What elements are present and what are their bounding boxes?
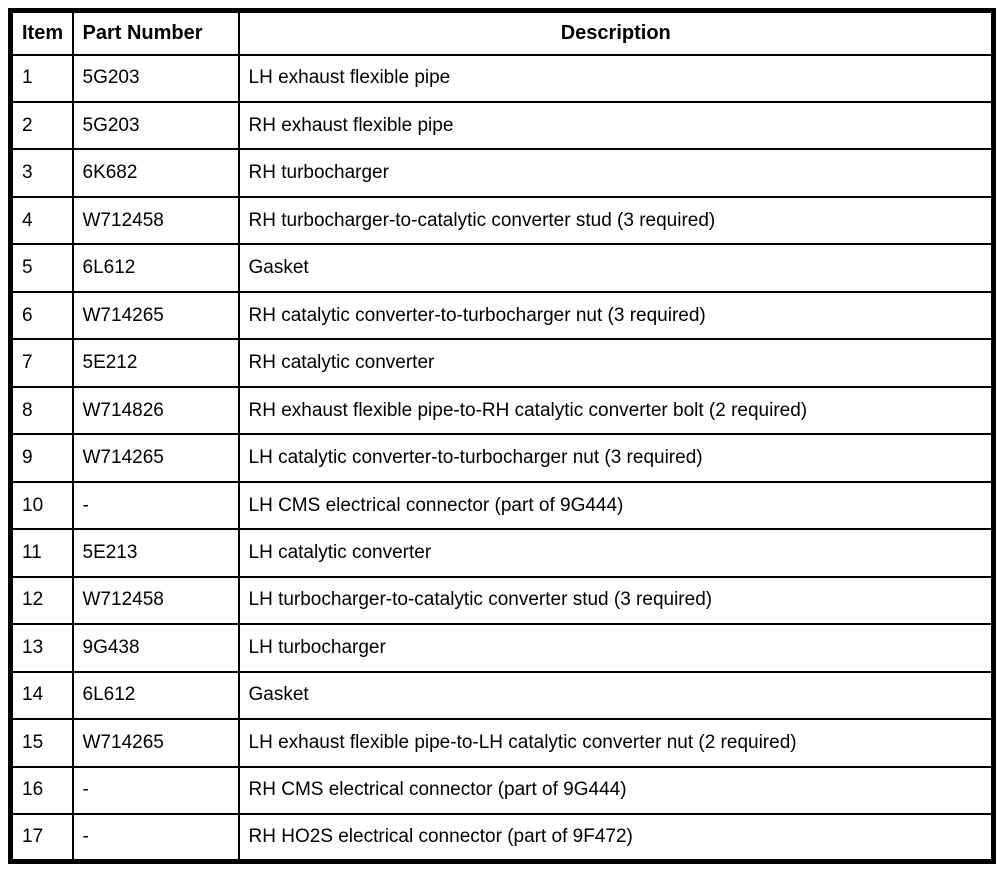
column-header-part-number: Part Number xyxy=(71,9,240,56)
table-row: 1 5G203 LH exhaust flexible pipe xyxy=(9,53,995,103)
part-number-cell: 6K682 xyxy=(71,148,240,198)
part-number-cell: 5E213 xyxy=(71,528,240,578)
part-number-cell: - xyxy=(71,765,240,816)
part-number-cell: - xyxy=(71,813,240,863)
part-number-cell: 5G203 xyxy=(71,100,240,151)
item-cell: 6 xyxy=(9,290,74,341)
part-number-cell: W712458 xyxy=(71,575,240,626)
table-row: 2 5G203 RH exhaust flexible pipe xyxy=(9,100,995,151)
description-cell: Gasket xyxy=(237,243,995,293)
table-row: 15 W714265 LH exhaust flexible pipe-to-L… xyxy=(9,718,995,768)
description-cell: RH catalytic converter xyxy=(237,338,995,388)
item-cell: 10 xyxy=(9,480,74,531)
item-cell: 7 xyxy=(9,338,74,388)
description-cell: LH catalytic converter xyxy=(237,528,995,578)
table-row: 13 9G438 LH turbocharger xyxy=(9,623,995,673)
description-cell: LH exhaust flexible pipe-to-LH catalytic… xyxy=(237,718,995,768)
table-row: 12 W712458 LH turbocharger-to-catalytic … xyxy=(9,575,995,626)
item-cell: 15 xyxy=(9,718,74,768)
item-cell: 13 xyxy=(9,623,74,673)
table-body: 1 5G203 LH exhaust flexible pipe 2 5G203… xyxy=(9,53,995,863)
table-row: 6 W714265 RH catalytic converter-to-turb… xyxy=(9,290,995,341)
description-cell: LH turbocharger-to-catalytic converter s… xyxy=(237,575,995,626)
item-cell: 11 xyxy=(9,528,74,578)
table-row: 4 W712458 RH turbocharger-to-catalytic c… xyxy=(9,195,995,246)
description-cell: LH catalytic converter-to-turbocharger n… xyxy=(237,433,995,483)
description-cell: LH CMS electrical connector (part of 9G4… xyxy=(237,480,995,531)
part-number-cell: 6L612 xyxy=(71,243,240,293)
table-row: 8 W714826 RH exhaust flexible pipe-to-RH… xyxy=(9,385,995,436)
item-cell: 9 xyxy=(9,433,74,483)
table-row: 17 - RH HO2S electrical connector (part … xyxy=(9,813,995,863)
column-header-description: Description xyxy=(237,9,995,56)
item-cell: 12 xyxy=(9,575,74,626)
part-number-cell: W714265 xyxy=(71,718,240,768)
item-cell: 1 xyxy=(9,53,74,103)
table-row: 3 6K682 RH turbocharger xyxy=(9,148,995,198)
table-row: 10 - LH CMS electrical connector (part o… xyxy=(9,480,995,531)
table-row: 5 6L612 Gasket xyxy=(9,243,995,293)
part-number-cell: W714265 xyxy=(71,290,240,341)
item-cell: 17 xyxy=(9,813,74,863)
item-cell: 3 xyxy=(9,148,74,198)
part-number-cell: - xyxy=(71,480,240,531)
table-row: 9 W714265 LH catalytic converter-to-turb… xyxy=(9,433,995,483)
description-cell: LH exhaust flexible pipe xyxy=(237,53,995,103)
part-number-cell: 6L612 xyxy=(71,670,240,721)
column-header-item: Item xyxy=(9,9,74,56)
description-cell: RH turbocharger-to-catalytic converter s… xyxy=(237,195,995,246)
description-cell: RH CMS electrical connector (part of 9G4… xyxy=(237,765,995,816)
item-cell: 5 xyxy=(9,243,74,293)
item-cell: 4 xyxy=(9,195,74,246)
item-cell: 2 xyxy=(9,100,74,151)
description-cell: RH catalytic converter-to-turbocharger n… xyxy=(237,290,995,341)
part-number-cell: W712458 xyxy=(71,195,240,246)
table-row: 7 5E212 RH catalytic converter xyxy=(9,338,995,388)
table-row: 11 5E213 LH catalytic converter xyxy=(9,528,995,578)
parts-table: Item Part Number Description 1 5G203 LH … xyxy=(8,8,996,864)
part-number-cell: W714265 xyxy=(71,433,240,483)
description-cell: RH exhaust flexible pipe xyxy=(237,100,995,151)
part-number-cell: W714826 xyxy=(71,385,240,436)
description-cell: RH turbocharger xyxy=(237,148,995,198)
description-cell: LH turbocharger xyxy=(237,623,995,673)
part-number-cell: 5G203 xyxy=(71,53,240,103)
header-row: Item Part Number Description xyxy=(9,9,995,56)
part-number-cell: 9G438 xyxy=(71,623,240,673)
part-number-cell: 5E212 xyxy=(71,338,240,388)
description-cell: Gasket xyxy=(237,670,995,721)
table-row: 14 6L612 Gasket xyxy=(9,670,995,721)
item-cell: 14 xyxy=(9,670,74,721)
table-row: 16 - RH CMS electrical connector (part o… xyxy=(9,765,995,816)
item-cell: 16 xyxy=(9,765,74,816)
item-cell: 8 xyxy=(9,385,74,436)
description-cell: RH HO2S electrical connector (part of 9F… xyxy=(237,813,995,863)
description-cell: RH exhaust flexible pipe-to-RH catalytic… xyxy=(237,385,995,436)
